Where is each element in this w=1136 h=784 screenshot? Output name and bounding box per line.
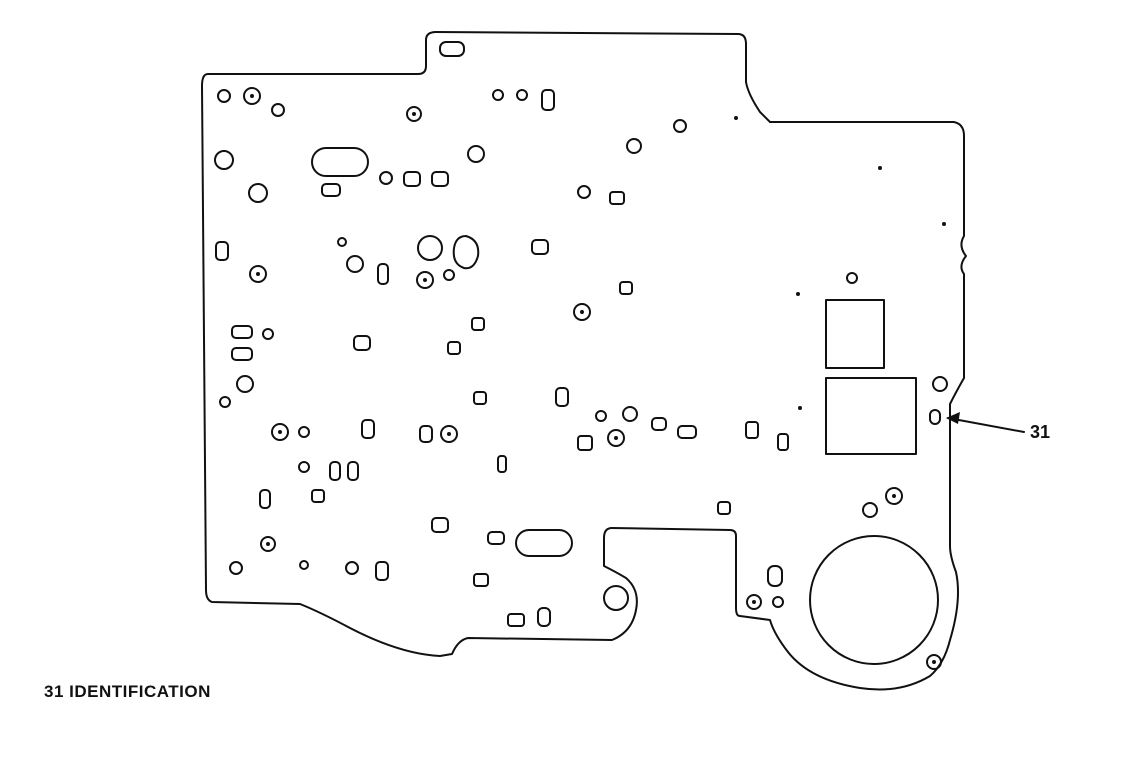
slot-oval-lower — [515, 529, 573, 557]
teardrop-opening — [452, 235, 480, 270]
holes — [214, 87, 948, 670]
rect-opening-lower — [825, 377, 917, 455]
large-bore — [809, 535, 939, 665]
plate-outline — [201, 31, 967, 691]
rect-opening-upper — [825, 299, 885, 369]
slot-top — [439, 41, 465, 57]
callout-leader — [947, 417, 1025, 433]
callout-number: 31 — [1030, 422, 1051, 442]
slot-oval-upper — [311, 147, 369, 177]
figure-caption: 31 IDENTIFICATION — [44, 682, 211, 701]
callout-arrowhead — [946, 412, 960, 424]
small-slots — [215, 89, 941, 627]
